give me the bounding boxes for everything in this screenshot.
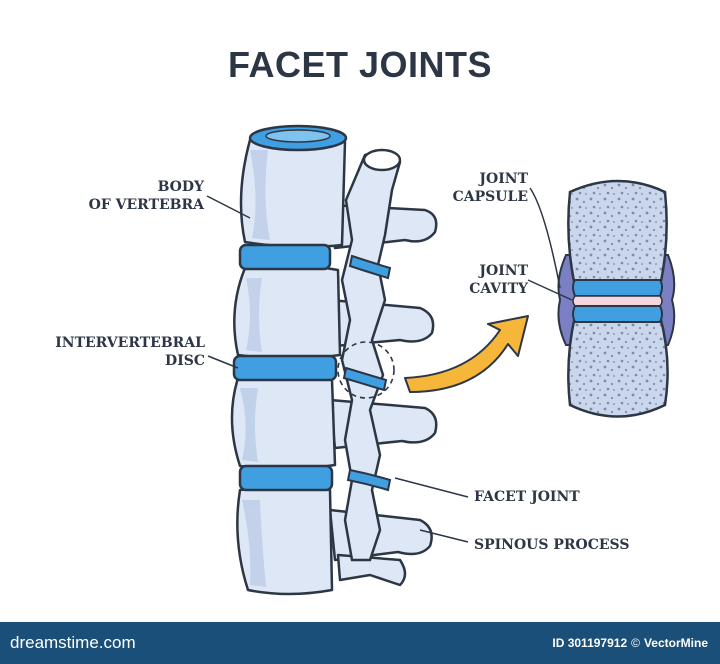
brand-logo: dreamstime.com xyxy=(10,633,136,652)
author-name: VectorMine xyxy=(643,636,708,650)
disc-1 xyxy=(238,243,332,271)
lower-cartilage xyxy=(572,305,663,323)
facet-band-3 xyxy=(346,468,392,492)
zoom-arrow xyxy=(404,315,529,393)
leader-body xyxy=(206,195,251,219)
facet-highlight-circle xyxy=(337,341,395,399)
image-credit: ID 301197912©VectorMine xyxy=(552,636,708,650)
lower-bone xyxy=(567,314,669,418)
label-joint-cavity: JOINT CAVITY xyxy=(469,263,528,297)
label-intervertebral-disc: INTERVERTEBRAL DISC xyxy=(55,335,205,369)
facet-top-opening xyxy=(362,148,402,172)
process-5 xyxy=(336,553,407,587)
upper-bone xyxy=(567,179,668,288)
disc-3 xyxy=(238,464,334,492)
disc-top-inner xyxy=(265,129,331,143)
leader-facet xyxy=(394,477,469,498)
label-facet-joint: FACET JOINT xyxy=(474,489,580,505)
leader-spinous xyxy=(419,529,469,543)
facet-bands xyxy=(342,254,392,492)
label-spinous-process: SPINOUS PROCESS xyxy=(474,537,630,553)
joint-detail xyxy=(557,179,676,418)
label-joint-capsule: JOINT CAPSULE xyxy=(452,171,528,205)
image-id: ID 301197912 xyxy=(552,636,628,650)
label-body-of-vertebra: BODY OF VERTEBRA xyxy=(88,179,204,213)
credit-separator: © xyxy=(631,636,640,650)
joint-cavity-shape xyxy=(572,295,663,307)
leader-lines xyxy=(206,187,573,543)
leader-disc xyxy=(207,355,239,369)
facet-band-1 xyxy=(348,254,392,280)
footer-bar: dreamstime.com ID 301197912©VectorMine xyxy=(0,622,720,664)
disc-2 xyxy=(232,354,338,382)
leader-capsule xyxy=(529,187,561,289)
bone-shading xyxy=(240,150,270,587)
upper-cartilage xyxy=(572,279,663,297)
facet-band-2 xyxy=(342,366,388,392)
intervertebral-discs xyxy=(232,124,348,492)
page-title: FACET JOINTS xyxy=(227,44,493,85)
leader-cavity xyxy=(527,279,573,301)
